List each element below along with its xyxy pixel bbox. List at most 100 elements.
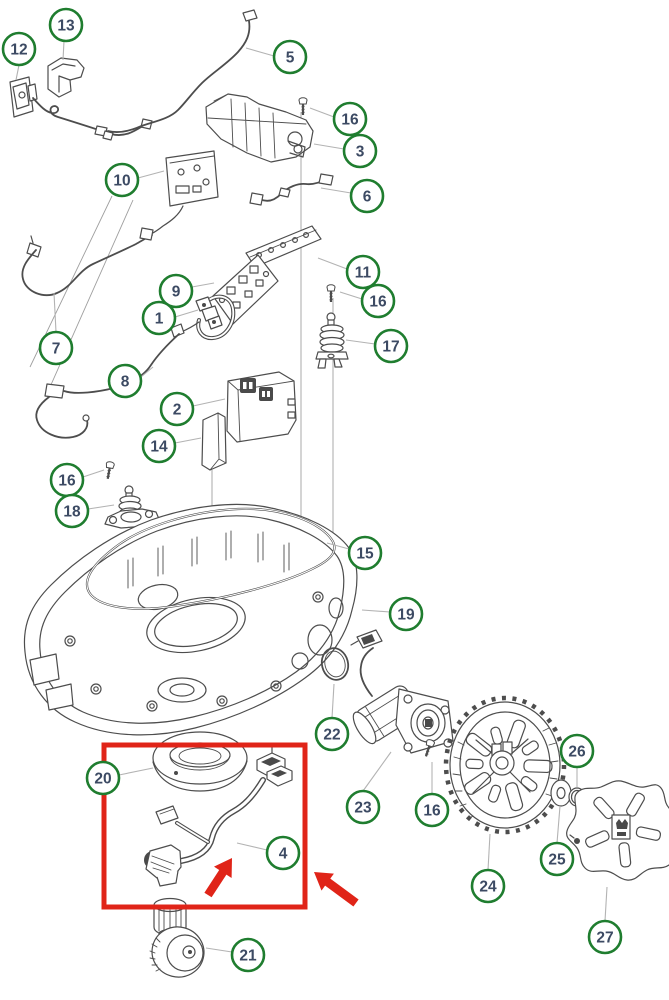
- callout-26: 26: [559, 733, 595, 769]
- svg-text:18: 18: [63, 504, 81, 521]
- callout-25: 25: [539, 841, 575, 877]
- svg-text:24: 24: [479, 879, 497, 896]
- callout-18: 18: [54, 493, 90, 529]
- svg-text:27: 27: [596, 930, 613, 947]
- screw-16-left: [102, 460, 116, 481]
- part-6-bracket: [249, 173, 334, 206]
- part-24-drive-wheel: [443, 695, 567, 835]
- callout-23: 23: [345, 789, 381, 825]
- leader-line-16: [309, 107, 335, 118]
- part-13-bracket: [47, 57, 85, 98]
- svg-text:10: 10: [113, 173, 130, 190]
- callout-7: 7: [38, 330, 74, 366]
- callout-4: 4: [265, 835, 301, 871]
- leader-lines: [15, 40, 608, 953]
- svg-text:15: 15: [356, 546, 374, 563]
- svg-text:1: 1: [155, 311, 164, 328]
- part-17-damper: [315, 312, 349, 369]
- leader-line-3: [313, 143, 345, 150]
- screw-16-mid: [325, 283, 337, 304]
- callout-8: 8: [107, 363, 143, 399]
- svg-text:9: 9: [172, 284, 181, 301]
- callout-24: 24: [470, 868, 506, 904]
- callout-3: 3: [342, 133, 378, 169]
- part-14-block: [201, 412, 227, 471]
- part-19-chassis: [23, 503, 358, 736]
- callout-10: 10: [104, 162, 140, 198]
- callout-16: 16: [332, 101, 368, 137]
- leader-line-17: [345, 339, 376, 345]
- part-7-wire: [21, 234, 153, 297]
- svg-text:16: 16: [369, 294, 387, 311]
- part-4-cable-harness: [144, 745, 293, 887]
- leader-line-15: [326, 542, 350, 550]
- svg-text:12: 12: [10, 42, 27, 59]
- svg-text:17: 17: [382, 339, 399, 356]
- callout-12: 12: [1, 31, 37, 67]
- svg-text:25: 25: [548, 852, 566, 869]
- leader-line-24: [487, 833, 491, 871]
- leader-line-9: [191, 282, 215, 288]
- leader-line-14: [174, 437, 202, 444]
- leader-line-4: [236, 842, 268, 851]
- leader-line-13: [62, 40, 65, 61]
- leader-line-16: [82, 469, 105, 478]
- callout-2: 2: [159, 391, 195, 427]
- svg-text:5: 5: [286, 50, 295, 67]
- part-1-loop-harness: [170, 294, 236, 341]
- svg-text:11: 11: [355, 265, 372, 282]
- svg-text:16: 16: [341, 112, 359, 129]
- svg-text:2: 2: [173, 402, 182, 419]
- part-3-housing: [205, 93, 314, 163]
- leader-line-21: [205, 947, 233, 953]
- svg-text:14: 14: [150, 439, 168, 456]
- leader-line-8: [140, 366, 154, 378]
- callout-11: 11: [345, 254, 381, 290]
- callout-6: 6: [349, 178, 385, 214]
- alignment-lines: [29, 112, 334, 560]
- highlight-box: [101, 742, 308, 910]
- leader-line-20: [118, 767, 154, 776]
- svg-text:6: 6: [363, 189, 372, 206]
- pointer-arrow-2: [314, 872, 359, 907]
- callout-16: 16: [414, 792, 450, 828]
- svg-text:26: 26: [568, 744, 586, 761]
- part-10-pcb: [139, 150, 219, 241]
- part-5-cable: [94, 9, 258, 141]
- part-23-wheel-motor: [350, 629, 454, 754]
- svg-text:4: 4: [279, 846, 288, 863]
- part-9-pcb: [212, 254, 279, 325]
- callout-27: 27: [587, 919, 623, 955]
- part-27-hubcap: [566, 780, 669, 881]
- leader-line-27: [604, 886, 608, 922]
- leader-line-25: [556, 805, 561, 844]
- leader-line-12: [15, 64, 20, 81]
- callout-5: 5: [272, 39, 308, 75]
- leader-line-16: [339, 291, 363, 300]
- part-12-bracket: [9, 76, 38, 118]
- part-21-caster: [149, 897, 205, 978]
- svg-text:19: 19: [397, 607, 415, 624]
- callout-20: 20: [85, 760, 121, 796]
- leader-line-10: [137, 170, 165, 179]
- callout-1: 1: [141, 300, 177, 336]
- callout-16: 16: [49, 462, 85, 498]
- callout-22: 22: [314, 716, 350, 752]
- leader-line-19: [361, 609, 391, 613]
- svg-text:22: 22: [323, 727, 340, 744]
- part-25-washer: [550, 779, 572, 807]
- callout-15: 15: [347, 535, 383, 571]
- part-20-ring: [152, 731, 248, 792]
- screw-16-top: [297, 96, 309, 117]
- svg-text:13: 13: [57, 18, 75, 35]
- leader-line-23: [362, 751, 392, 792]
- svg-text:8: 8: [121, 374, 130, 391]
- callout-19: 19: [388, 596, 424, 632]
- svg-text:20: 20: [94, 771, 111, 788]
- svg-text:16: 16: [58, 473, 76, 490]
- svg-text:21: 21: [239, 948, 257, 965]
- callout-13: 13: [48, 7, 84, 43]
